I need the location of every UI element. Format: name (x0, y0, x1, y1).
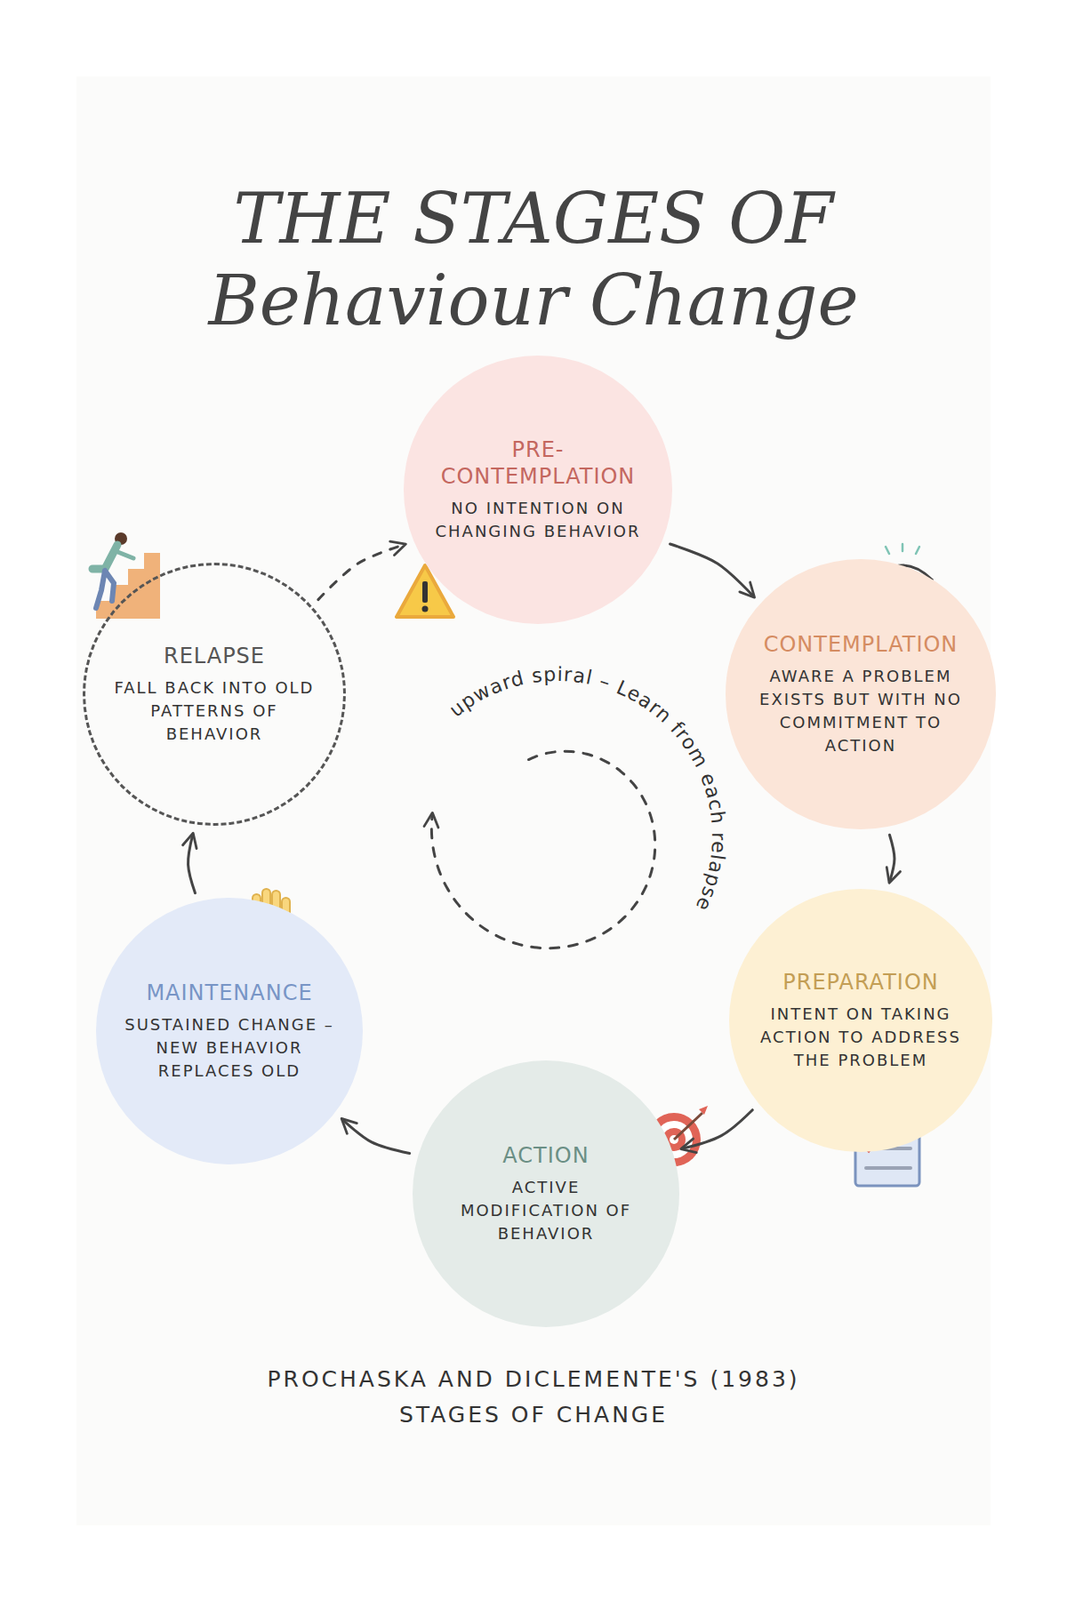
stage-circle: PRE- CONTEMPLATION NO INTENTION ON CHANGI… (403, 355, 672, 624)
stage-description: ACTIVE MODIFICATION OF BEHAVIOR (439, 1176, 653, 1246)
stage-description: AWARE A PROBLEM EXISTS BUT WITH NO COMMI… (754, 665, 968, 758)
spiral-label: upward spiral – Learn from each relapse (444, 663, 731, 916)
stage-content: PREPARATION INTENT ON TAKING ACTION TO AD… (754, 969, 968, 1073)
caption: PROCHASKA AND DICLEMENTE'S (1983) STAGES… (213, 1362, 854, 1434)
warning-dot (422, 606, 429, 613)
stairs-icon (92, 532, 161, 619)
cycle-arrow (318, 545, 405, 601)
stage-circle: CONTEMPLATION AWARE A PROBLEM EXISTS BUT … (725, 559, 995, 829)
cycle-arrow (889, 834, 895, 882)
stage-heading: PRE- CONTEMPLATION (426, 436, 650, 490)
stage-content: PRE- CONTEMPLATION NO INTENTION ON CHANGI… (426, 436, 650, 544)
cycle-arrow (188, 834, 196, 894)
target-arrow (673, 1113, 703, 1140)
stage-heading: MAINTENANCE (145, 979, 313, 1007)
cycle-arrow (682, 1110, 753, 1149)
stage-content: ACTION ACTIVE MODIFICATION OF BEHAVIOR (439, 1142, 653, 1246)
stage-circle: MAINTENANCE SUSTAINED CHANGE – NEW BEHAVI… (96, 898, 363, 1165)
cycle-arrow (670, 544, 755, 597)
stage-heading: RELAPSE (163, 642, 265, 670)
target-fletch (698, 1106, 708, 1116)
title: THE STAGES OF Behaviour Change (151, 177, 916, 342)
stage-heading: PREPARATION (782, 969, 939, 996)
stage-circle: PREPARATION INTENT ON TAKING ACTION TO AD… (729, 889, 993, 1153)
stage-content: CONTEMPLATION AWARE A PROBLEM EXISTS BUT … (754, 631, 968, 758)
stage-content: RELAPSE FALL BACK INTO OLD PATTERNS OF BE… (107, 642, 321, 747)
upward-spiral (431, 751, 655, 949)
stage-content: MAINTENANCE SUSTAINED CHANGE – NEW BEHAVI… (122, 979, 337, 1084)
stage-description: NO INTENTION ON CHANGING BEHAVIOR (431, 497, 645, 544)
stage-description: SUSTAINED CHANGE – NEW BEHAVIOR REPLACES… (122, 1013, 337, 1084)
cycle-arrow (343, 1120, 410, 1155)
spiral-label-path: upward spiral – Learn from each relapse (444, 663, 731, 916)
stage-description: FALL BACK INTO OLD PATTERNS OF BEHAVIOR (107, 676, 321, 747)
person-legs (96, 570, 114, 609)
person-arm (115, 551, 134, 559)
person-body (92, 545, 118, 570)
stage-heading: CONTEMPLATION (763, 631, 959, 658)
stage-heading: ACTION (502, 1142, 589, 1170)
dashed-stage-circle: RELAPSE FALL BACK INTO OLD PATTERNS OF BE… (82, 562, 346, 827)
stage-circle: ACTION ACTIVE MODIFICATION OF BEHAVIOR (412, 1060, 680, 1328)
stage-description: INTENT ON TAKING ACTION TO ADDRESS THE P… (754, 1002, 968, 1073)
warning-mark (422, 581, 428, 603)
